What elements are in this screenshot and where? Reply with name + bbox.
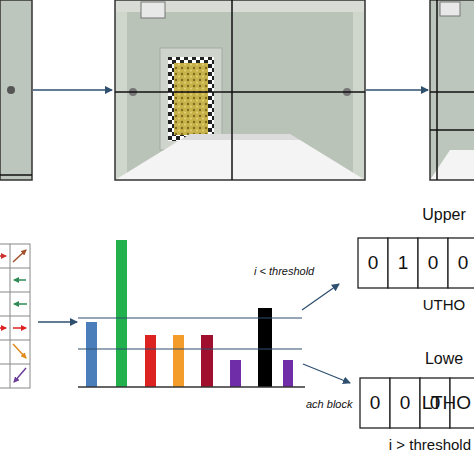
array-name: i > threshold bbox=[389, 437, 471, 452]
flow-arrow bbox=[38, 321, 77, 323]
array-title: Lowe bbox=[425, 351, 463, 367]
bit-cell: 0 bbox=[400, 393, 411, 412]
flow-grid bbox=[0, 244, 30, 388]
bit-array bbox=[358, 238, 474, 428]
bit-cell: 0 bbox=[368, 253, 379, 272]
camera-frame bbox=[0, 0, 32, 180]
flow-vectors bbox=[0, 250, 27, 382]
camera-frame bbox=[115, 0, 365, 180]
camera-frame bbox=[430, 0, 474, 180]
array-title: Upper bbox=[422, 207, 466, 223]
flow-arrow bbox=[302, 284, 339, 310]
flow-arrow bbox=[303, 364, 350, 383]
threshold-label: i < threshold bbox=[254, 266, 314, 277]
bit-cell: 1 bbox=[398, 253, 409, 272]
bit-cell: 0 bbox=[370, 393, 381, 412]
array-name: UTHO bbox=[423, 297, 466, 312]
flow-arrow bbox=[33, 89, 112, 91]
flow-arrow bbox=[366, 89, 428, 91]
histogram bbox=[78, 240, 305, 387]
bit-cell: LTHO bbox=[422, 393, 471, 412]
bit-cell: 0 bbox=[428, 253, 439, 272]
bit-cell: 0 bbox=[458, 253, 469, 272]
threshold-label: ach block bbox=[306, 399, 352, 410]
